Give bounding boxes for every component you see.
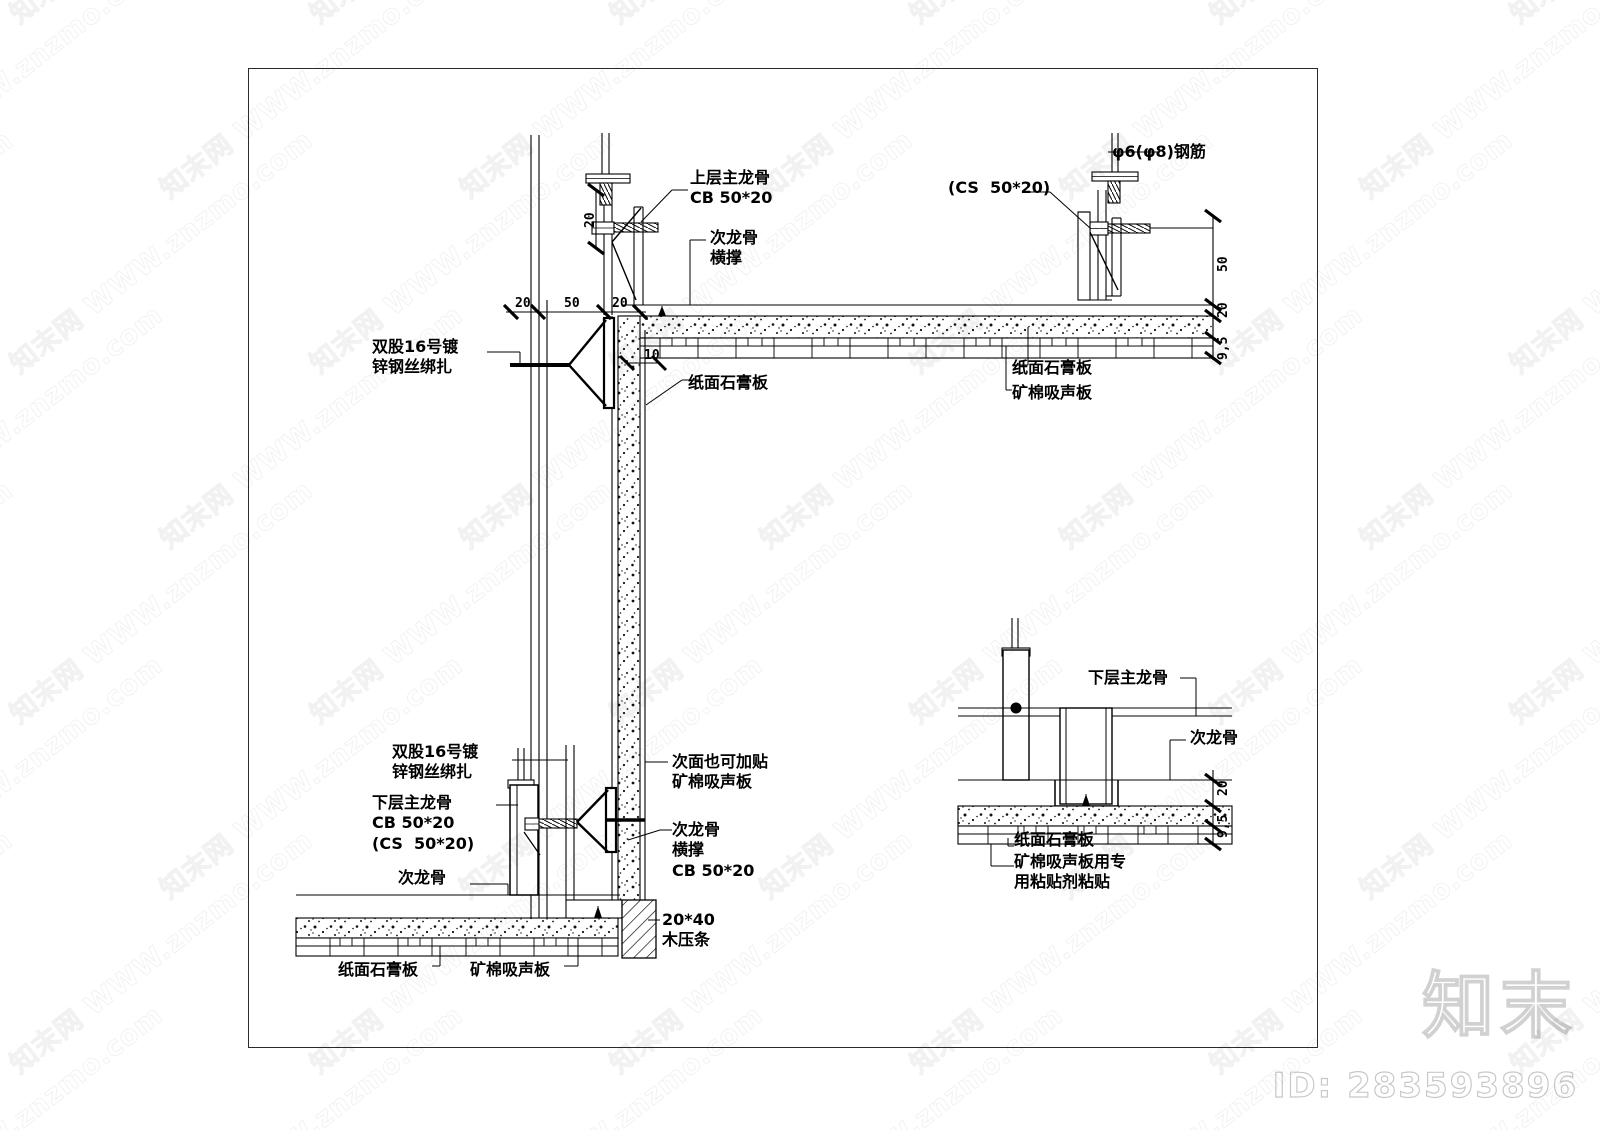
annotation-gypsum-board-bottomleft: 纸面石膏板 bbox=[338, 960, 419, 979]
dimension-br-95: 9,5 bbox=[1216, 814, 1231, 838]
annotation-extra-mineral-wool: 次面也可加贴 矿棉吸声板 bbox=[672, 752, 769, 792]
annotation-gypsum-board-br: 纸面石膏板 bbox=[1014, 830, 1095, 849]
annotation-rebar: φ6(φ8)钢筋 bbox=[1112, 142, 1206, 161]
dimension-board-10: 10 bbox=[644, 348, 660, 363]
annotation-cross-brace-low: 次龙骨 横撑 CB 50*20 bbox=[672, 820, 755, 880]
dimension-right-20: 20 bbox=[612, 296, 628, 311]
dimension-mid-50: 50 bbox=[564, 296, 580, 311]
annotation-mineral-wool-bottomleft: 矿棉吸声板 bbox=[470, 960, 551, 979]
annotation-secondary-runner-left: 次龙骨 bbox=[398, 868, 447, 887]
annotation-lower-main-runner: 下层主龙骨 CB 50*20 (CS 50*20) bbox=[372, 793, 475, 853]
dimension-tr-20: 20 bbox=[1216, 302, 1231, 318]
dimension-tr-50: 50 bbox=[1216, 256, 1231, 272]
drawing-frame-border bbox=[248, 68, 1318, 1048]
annotation-wood-batten: 20*40 木压条 bbox=[662, 910, 715, 950]
asset-id-watermark: ID: 283593896 bbox=[1272, 1065, 1578, 1106]
annotation-top-main-runner: 上层主龙骨 CB 50*20 bbox=[690, 168, 773, 208]
annotation-lower-main-runner-br: 下层主龙骨 bbox=[1088, 668, 1169, 687]
dimension-br-20: 20 bbox=[1216, 780, 1231, 796]
annotation-gypsum-board-topright: 纸面石膏板 bbox=[1012, 358, 1093, 377]
site-logo-watermark: 知末 bbox=[1421, 963, 1578, 1049]
annotation-cross-brace-top: 次龙骨 横撑 bbox=[710, 228, 759, 268]
annotation-mineral-wool-adhesive-br: 矿棉吸声板用专 用粘贴剂粘贴 bbox=[1014, 852, 1127, 892]
annotation-wire-tie-top: 双股16号镀 锌钢丝绑扎 bbox=[372, 337, 459, 377]
dimension-left-20: 20 bbox=[515, 296, 531, 311]
annotation-secondary-runner-br: 次龙骨 bbox=[1190, 728, 1239, 747]
dimension-top-vert-20: 20 bbox=[583, 212, 598, 228]
annotation-wire-tie-low: 双股16号镀 锌钢丝绑扎 bbox=[392, 742, 479, 782]
annotation-mineral-wool-topright: 矿棉吸声板 bbox=[1012, 383, 1093, 402]
annotation-cs-profile-top: (CS 50*20) bbox=[948, 178, 1051, 197]
annotation-gypsum-board-mid: 纸面石膏板 bbox=[688, 373, 769, 392]
dimension-tr-95: 9,5 bbox=[1216, 336, 1231, 360]
